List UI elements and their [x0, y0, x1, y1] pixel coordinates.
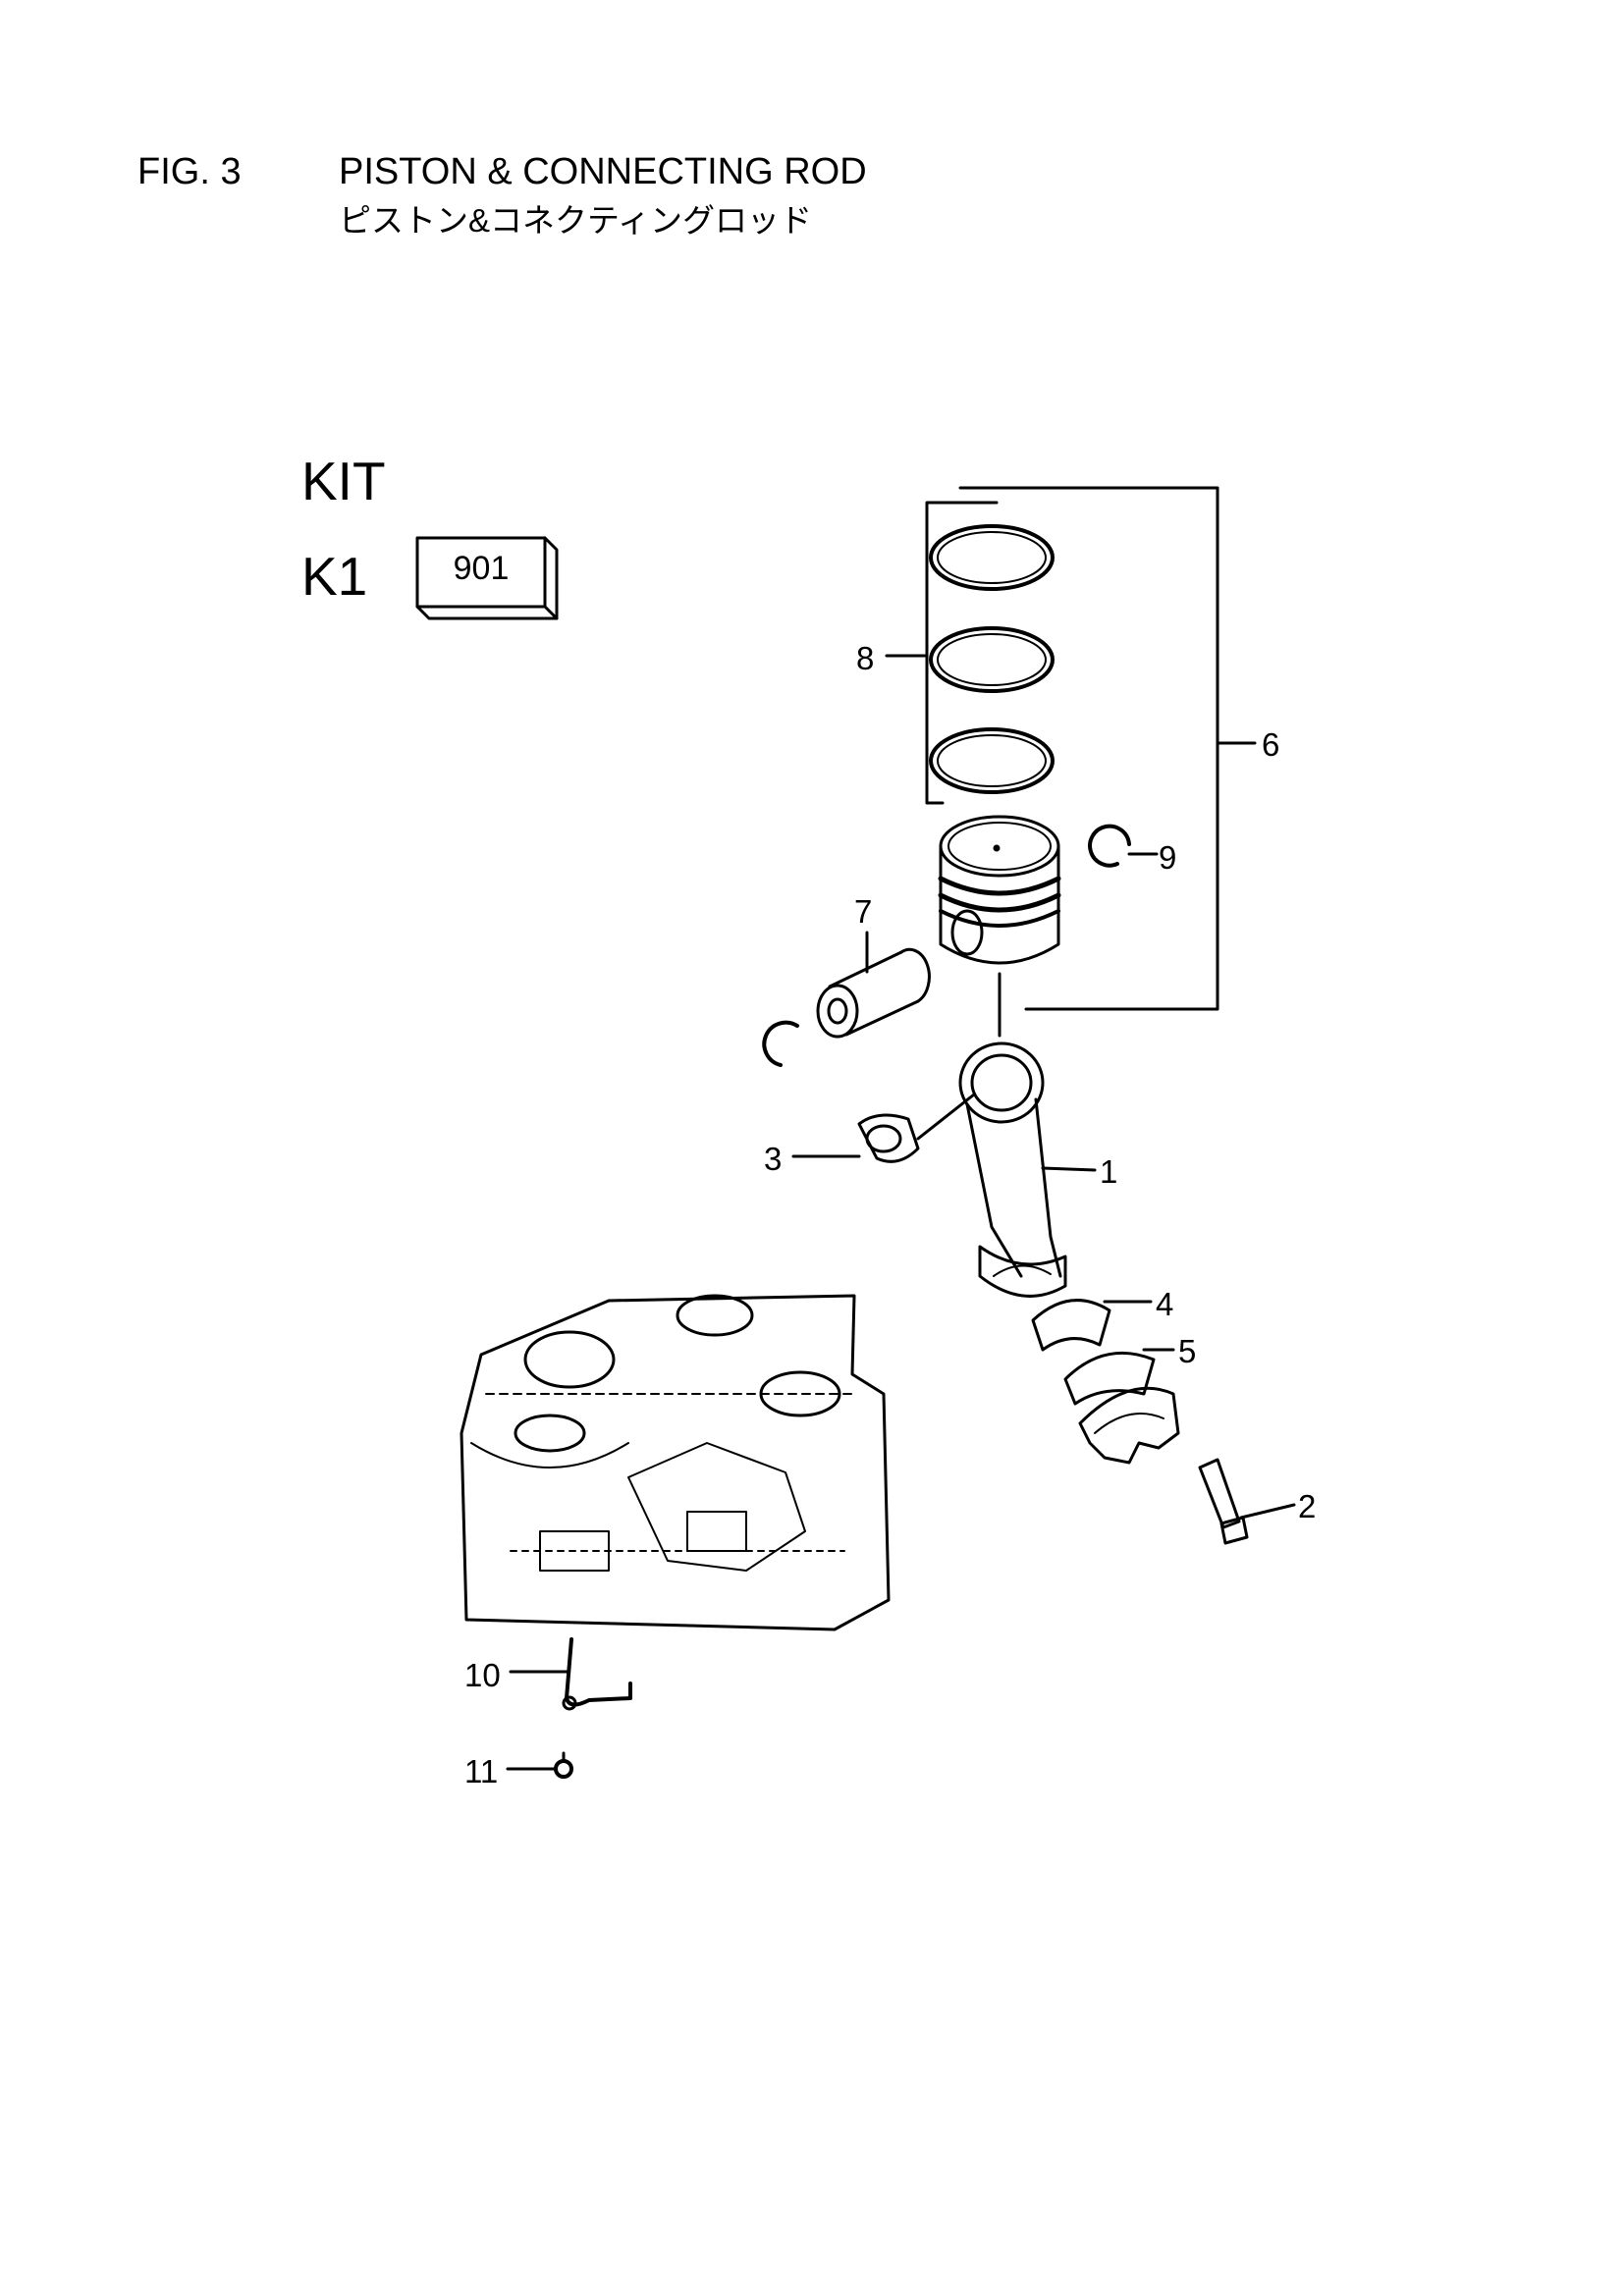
- kit-code: K1: [301, 546, 368, 607]
- oil-jet-bolt: [506, 1751, 573, 1779]
- callout-2: 2: [1298, 1488, 1317, 1524]
- bracket-8: [925, 501, 999, 805]
- small-end-bushing: [791, 1093, 976, 1163]
- callout-6: 6: [1262, 726, 1280, 763]
- kit-box-label: 901: [453, 550, 510, 587]
- kit-heading: KIT: [301, 451, 386, 511]
- callout-1: 1: [1100, 1153, 1118, 1190]
- figure-number: FIG. 3: [137, 151, 242, 192]
- rod-cap: [1078, 1386, 1180, 1465]
- rod-bolt: [1198, 1458, 1296, 1545]
- callout-4: 4: [1156, 1286, 1174, 1322]
- piston-rings: [929, 524, 1055, 794]
- bracket-6: [958, 486, 1219, 1011]
- callout-10: 10: [464, 1657, 501, 1693]
- callout-7: 7: [854, 893, 873, 930]
- connecting-rod: [958, 1041, 1097, 1298]
- callout-11: 11: [464, 1753, 499, 1789]
- snap-ring-right: [1088, 824, 1159, 868]
- callout-5: 5: [1178, 1333, 1197, 1369]
- figure-subtitle: ピストン&コネクティングロッド: [339, 202, 813, 239]
- cylinder-block: [460, 1294, 891, 1631]
- snap-ring-left: [762, 1020, 799, 1067]
- bearing-lower: [1063, 1348, 1175, 1406]
- oil-jet: [509, 1637, 632, 1711]
- bearing-upper: [1031, 1299, 1153, 1352]
- piston-pin: [816, 931, 931, 1039]
- piston: [938, 815, 1061, 1038]
- kit-box: [415, 536, 559, 620]
- callout-3: 3: [764, 1141, 783, 1177]
- callout-8: 8: [856, 640, 875, 676]
- callout-9: 9: [1159, 839, 1177, 876]
- figure-title: PISTON & CONNECTING ROD: [339, 151, 867, 192]
